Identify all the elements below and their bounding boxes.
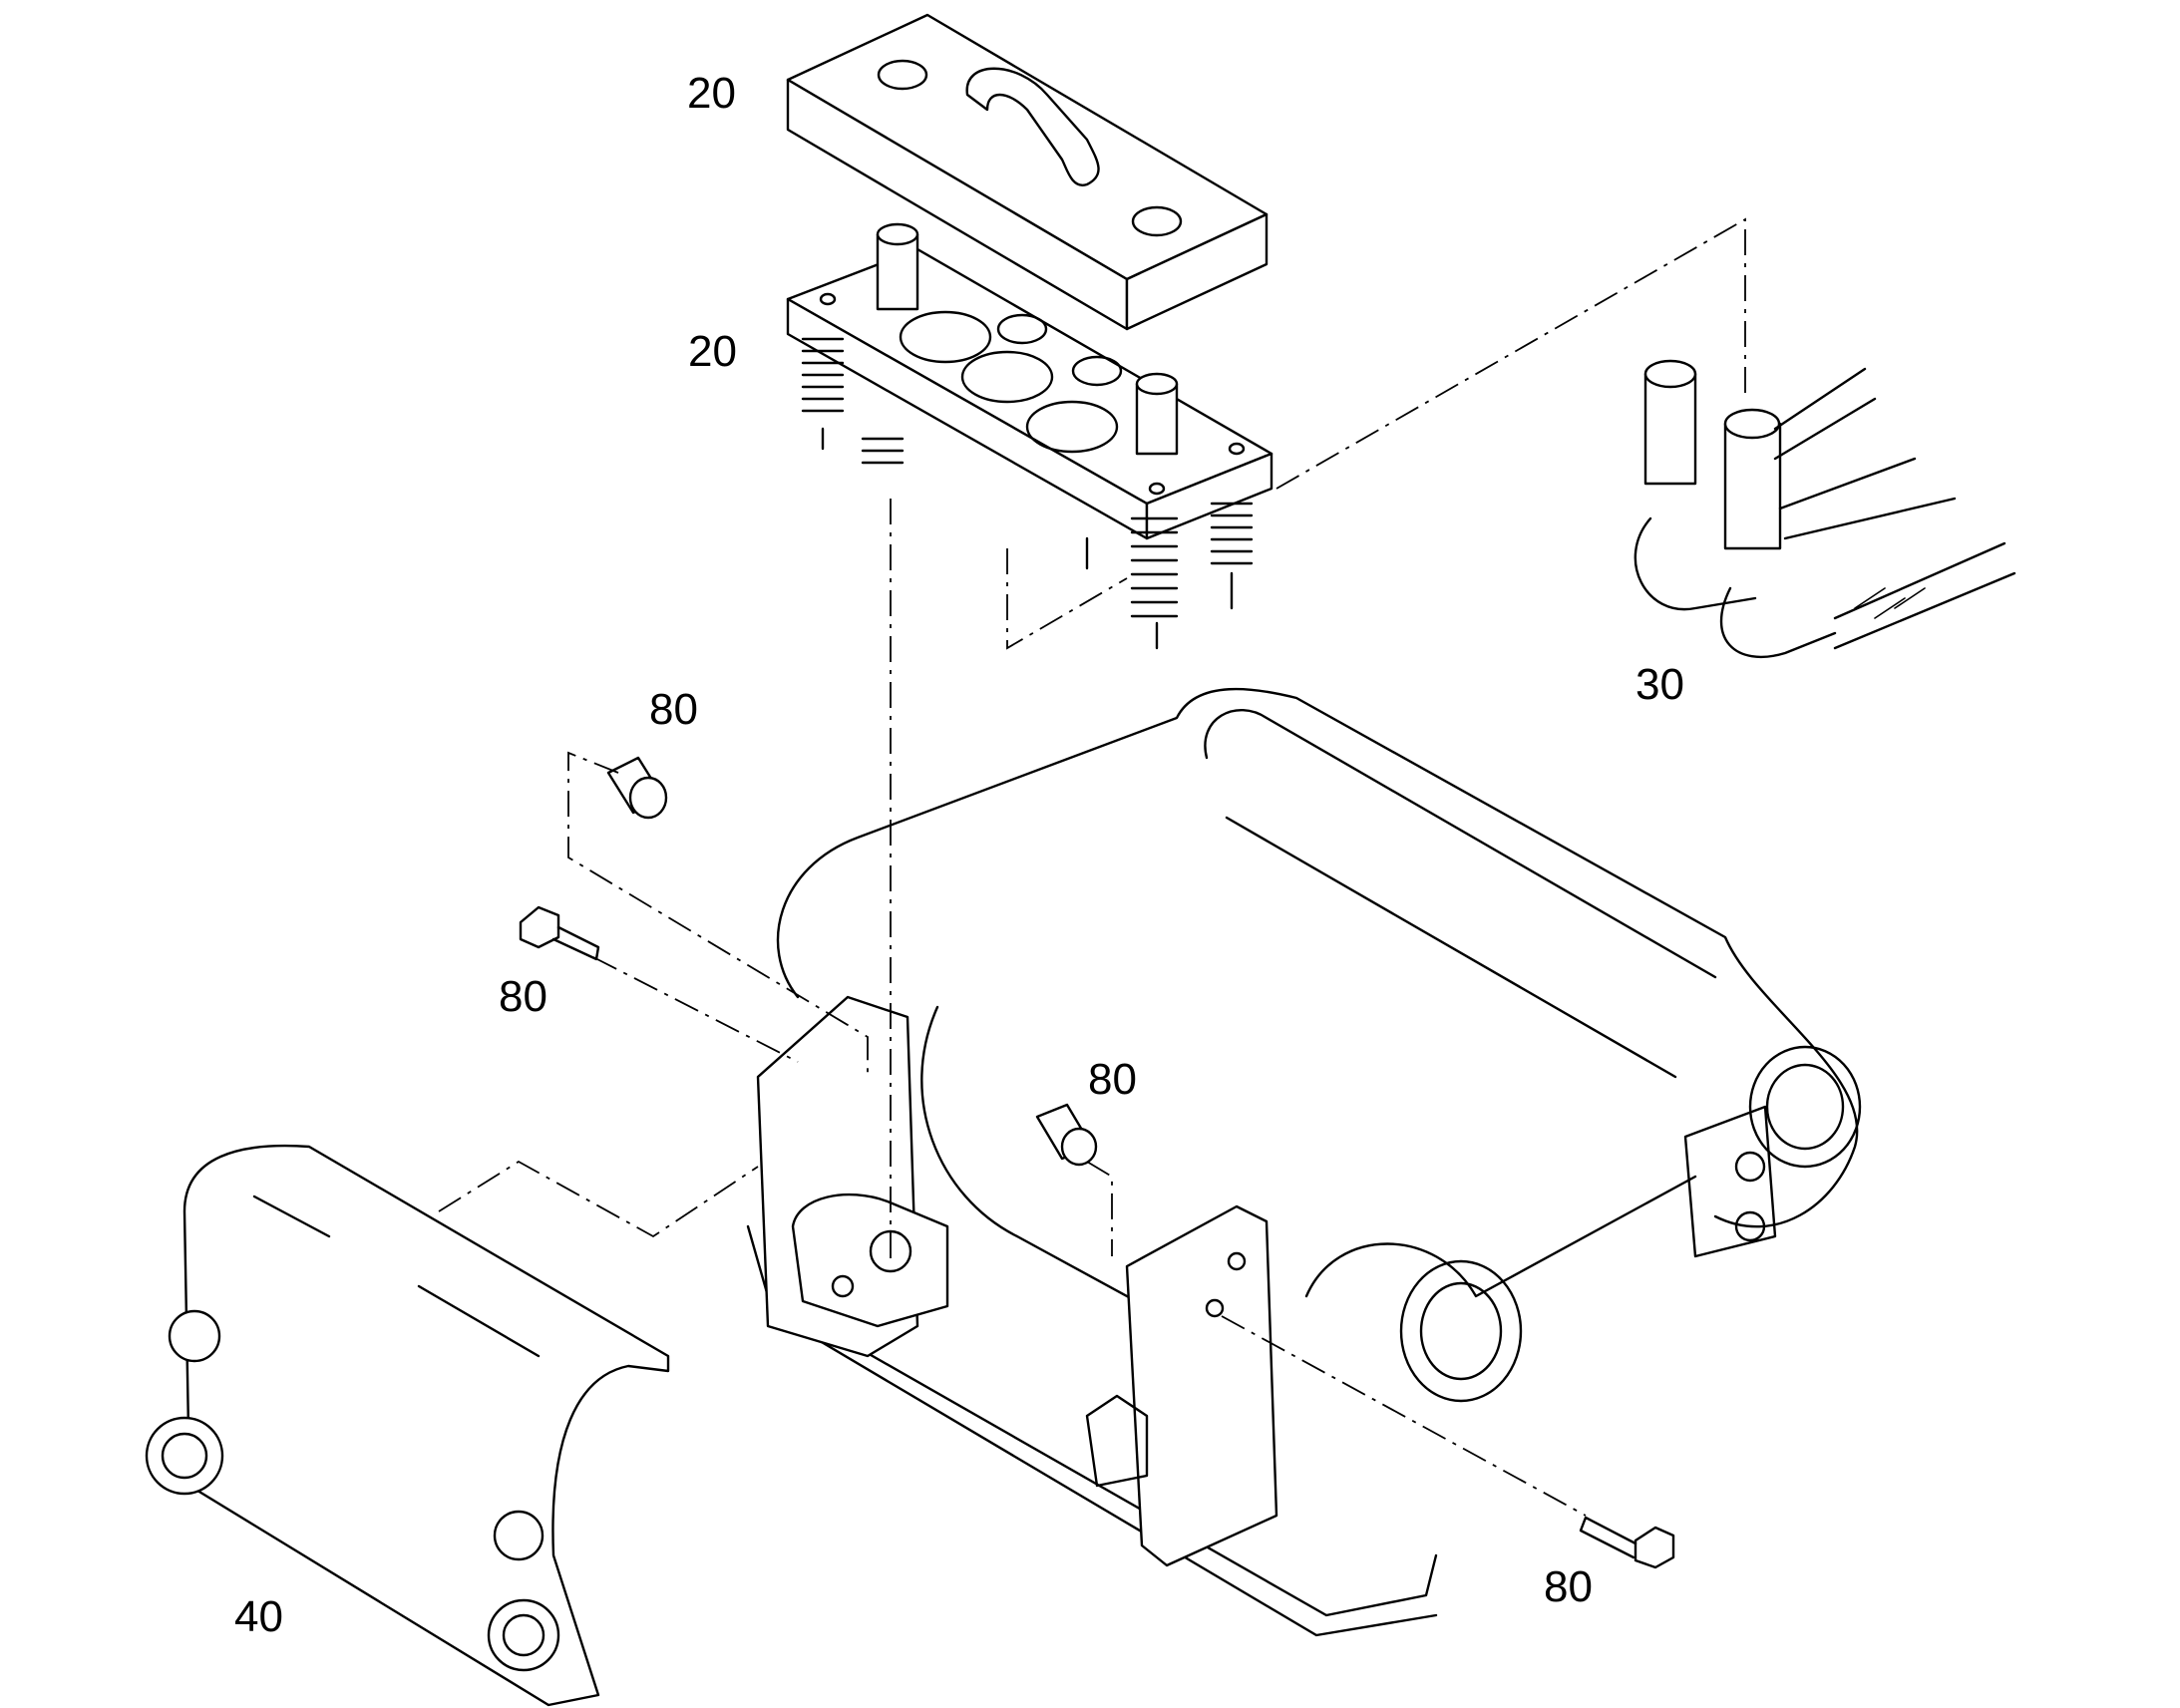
coupler-frame <box>746 687 1862 1637</box>
callout-80-bushing-middle: 80 <box>1088 1055 1137 1104</box>
valve-block-part <box>786 222 1273 650</box>
bushing-middle <box>1035 1103 1098 1167</box>
bushing-upper <box>606 756 668 820</box>
bolt-right <box>1579 1516 1675 1569</box>
cover-plate-part <box>786 13 1269 331</box>
hose-fitting-part <box>1634 359 2016 659</box>
callout-80-bolt-left: 80 <box>499 972 547 1021</box>
bolt-left <box>519 905 600 961</box>
callout-80-bushing-upper: 80 <box>649 685 698 734</box>
callout-80-bolt-right: 80 <box>1544 1562 1593 1611</box>
callout-30: 30 <box>1635 660 1684 709</box>
leader-lines <box>438 217 1746 1517</box>
callout-20-block: 20 <box>688 327 737 376</box>
guard-cover-part <box>145 1144 670 1707</box>
callout-20-cover: 20 <box>687 69 736 118</box>
callout-40: 40 <box>234 1592 283 1641</box>
